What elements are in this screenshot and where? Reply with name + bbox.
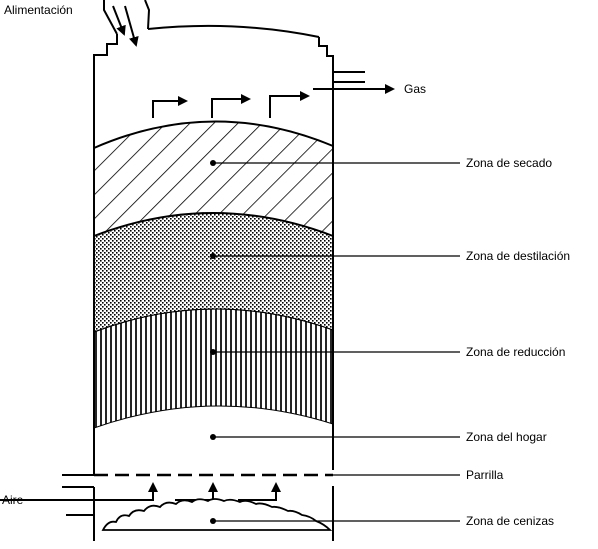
feed-label: Alimentación — [4, 3, 73, 17]
reduction-zone-label: Zona de reducción — [466, 345, 565, 359]
grate-label: Parrilla — [466, 468, 504, 482]
reduction-zone — [93, 308, 334, 429]
leader-lines — [210, 160, 460, 524]
gas-label: Gas — [404, 82, 426, 96]
ash-pile — [101, 498, 333, 531]
distillation-zone-label: Zona de destilación — [466, 249, 570, 263]
hearth-zone-label: Zona del hogar — [466, 430, 547, 444]
air-label: Aire — [2, 493, 24, 507]
reactor-top — [93, 0, 365, 83]
air-flow-arrows — [0, 482, 281, 501]
gas-flow-arrows — [152, 84, 395, 118]
ash-zone-label: Zona de cenizas — [466, 514, 554, 528]
drying-zone-label: Zona de secado — [466, 156, 552, 170]
feed-arrows — [112, 5, 139, 47]
